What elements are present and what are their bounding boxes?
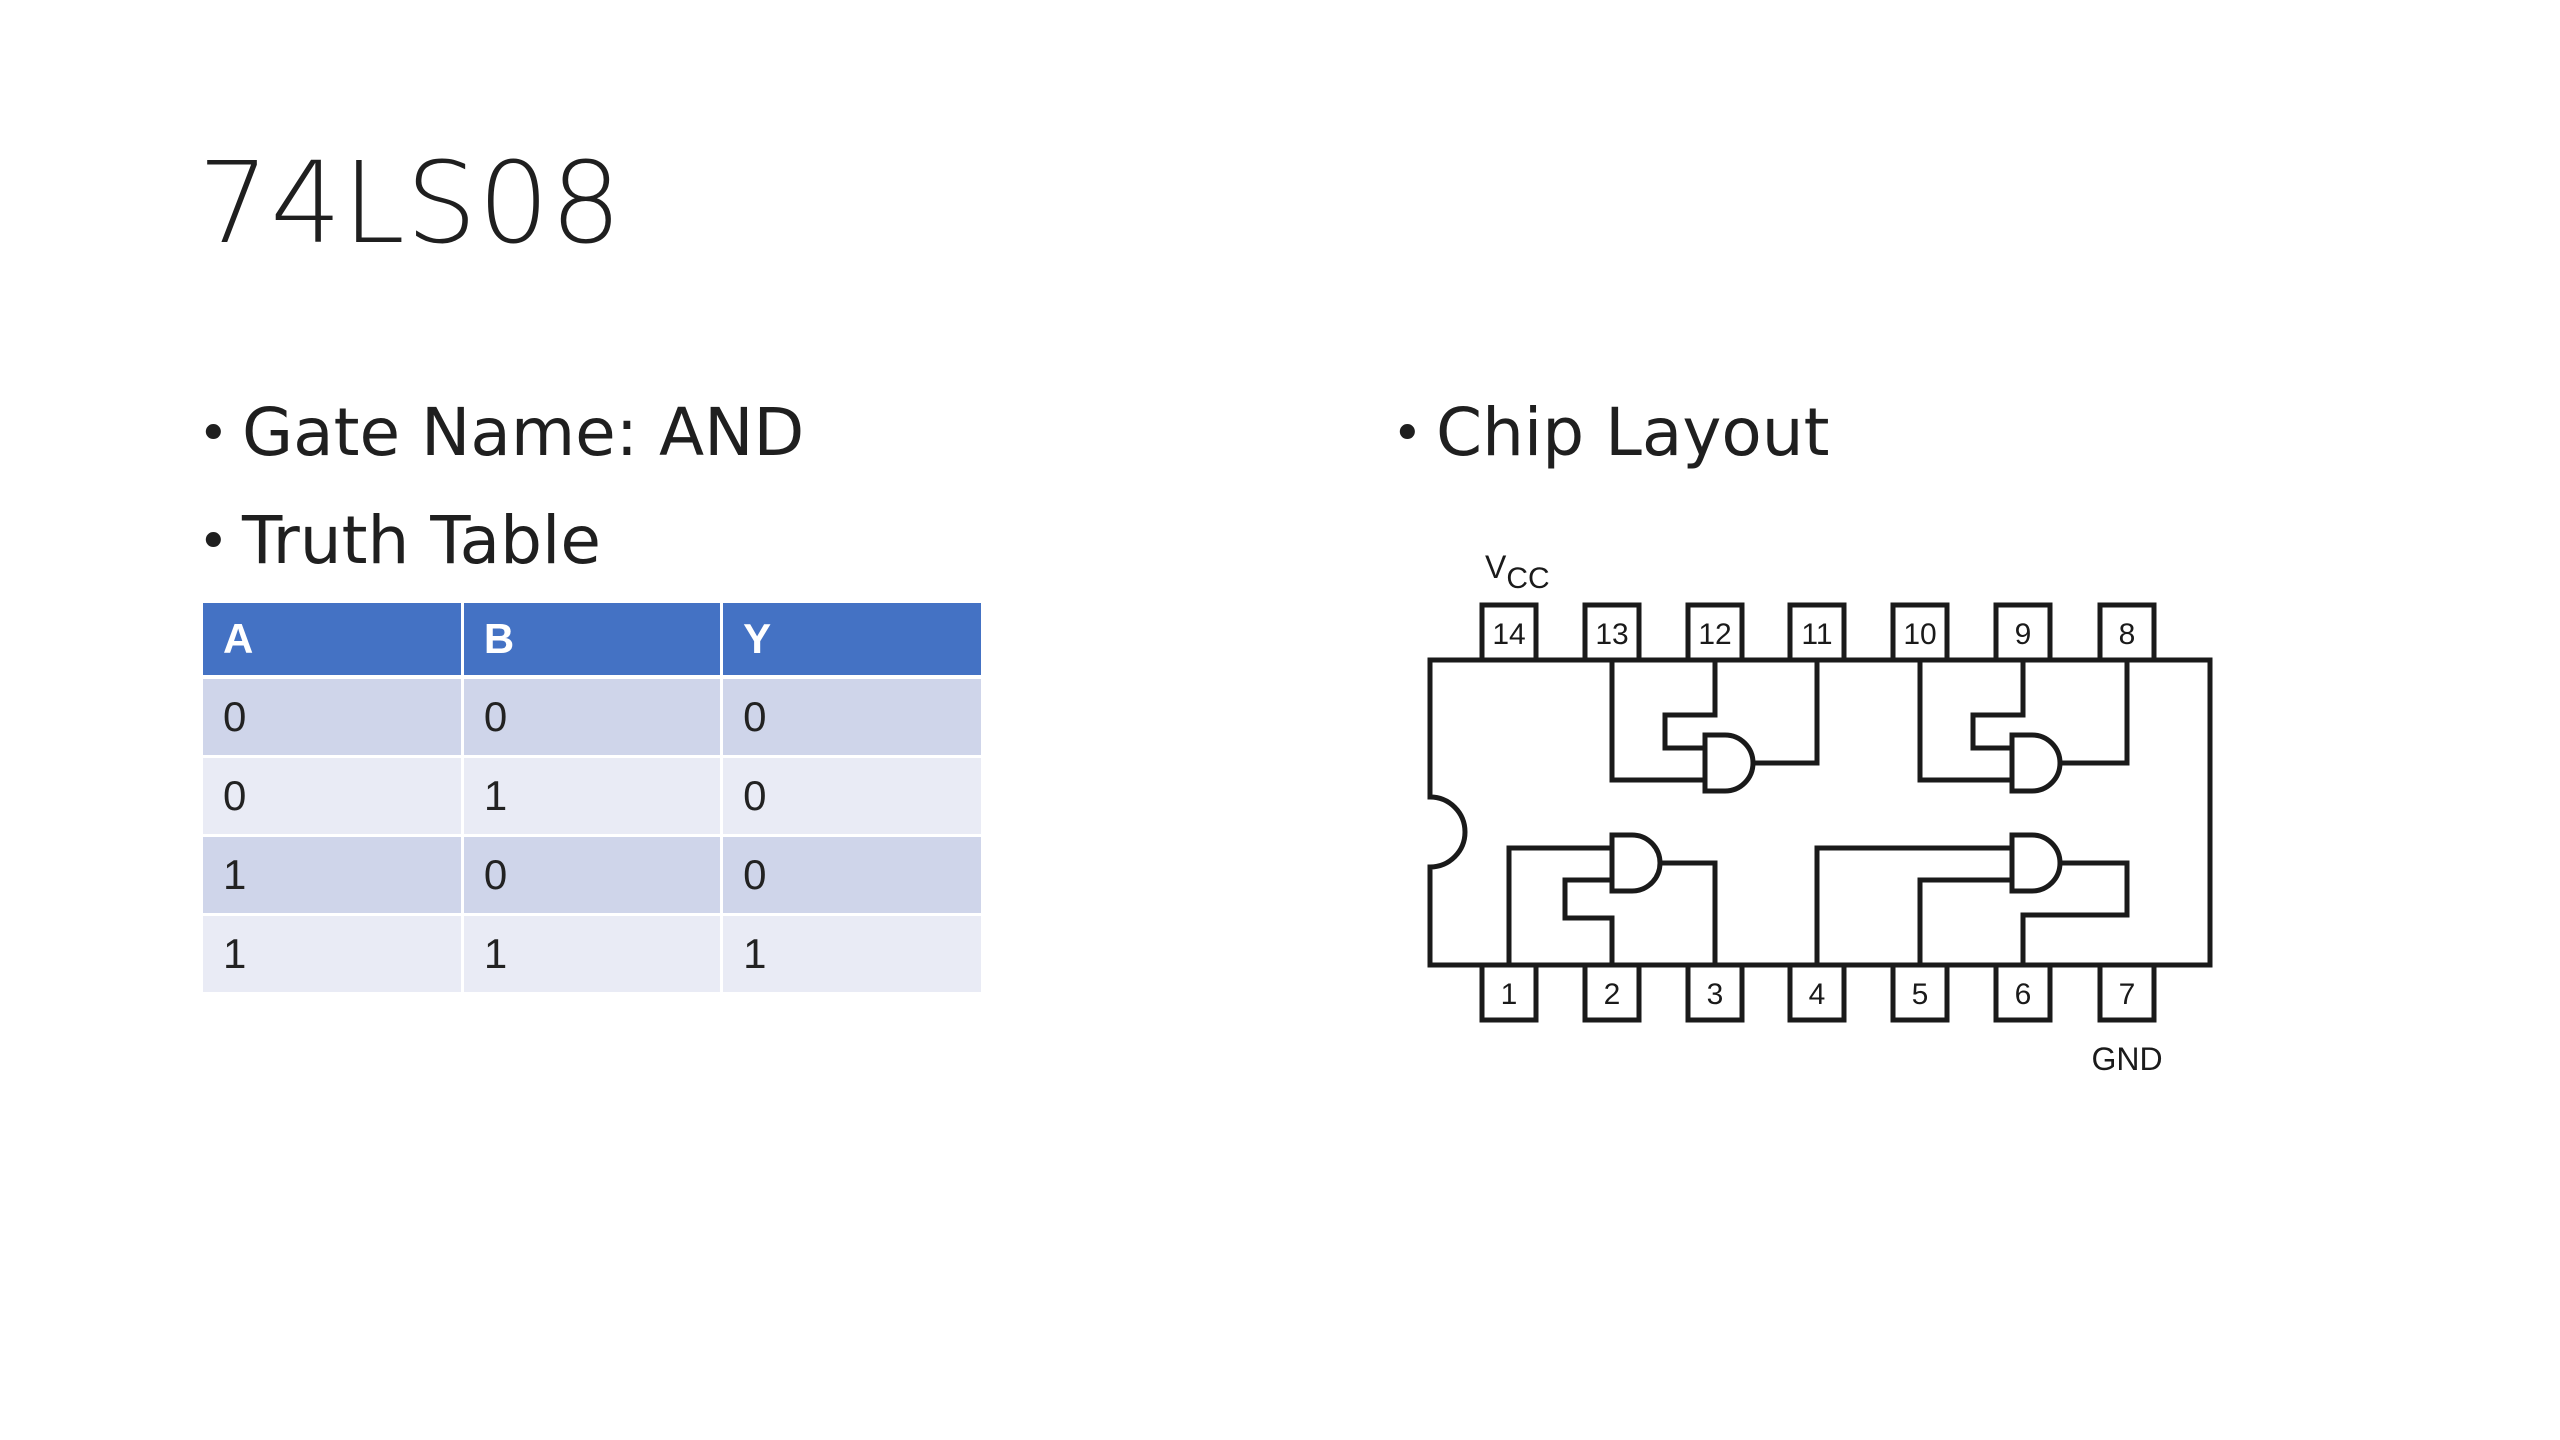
cell-y: 0 (721, 677, 981, 758)
pin-label-8: 8 (2119, 618, 2136, 651)
vcc-label: VCC (1485, 549, 1550, 595)
bullet-truth-table: •Truth Table (198, 508, 601, 574)
pin-label-2: 2 (1604, 978, 1621, 1011)
wire (1662, 660, 1718, 751)
chip-body (1427, 657, 2213, 968)
wire (1562, 877, 1615, 965)
cell-b: 1 (462, 914, 724, 995)
bullet-dot: • (198, 404, 229, 464)
cell-b: 1 (462, 756, 724, 837)
bullet-dot: • (198, 512, 229, 572)
and-gate-upper-right (2009, 732, 2063, 794)
wire (1609, 660, 1705, 783)
and-gate-lower-left (1609, 832, 1663, 894)
cell-a: 1 (203, 835, 464, 916)
cell-b: 0 (462, 677, 724, 758)
wire (1814, 845, 2012, 965)
truth-table-text: Truth Table (242, 502, 601, 579)
cell-y: 0 (721, 835, 981, 916)
wire (1660, 860, 1718, 965)
header-y: Y (721, 603, 981, 679)
table-row: 1 0 0 (203, 835, 981, 916)
wire (1970, 660, 2026, 751)
bullet-gate-name: •Gate Name: AND (198, 400, 804, 466)
bullet-dot: • (1392, 404, 1423, 464)
pin-box-7 (2097, 962, 2157, 1023)
wire (2060, 660, 2130, 766)
vcc-label-subscript: CC (1506, 562, 1549, 595)
pin-label-10: 10 (1903, 618, 1936, 651)
chip-layout-text: Chip Layout (1436, 394, 1830, 471)
pin-label-5: 5 (1912, 978, 1929, 1011)
chip-pinout-diagram: 14 13 12 11 10 9 8 1 2 3 4 5 6 7 VCC GND (1427, 549, 2213, 1077)
pin-label-7: 7 (2119, 978, 2136, 1011)
vcc-label-main: V (1485, 549, 1507, 585)
wire (1506, 845, 1612, 965)
pin-label-4: 4 (1809, 978, 1826, 1011)
pin-label-11: 11 (1801, 618, 1832, 651)
wire (1917, 660, 2012, 783)
pin-label-12: 12 (1698, 618, 1731, 651)
pin-label-14: 14 (1492, 618, 1525, 651)
pin-label-13: 13 (1595, 618, 1628, 651)
pin-label-6: 6 (2015, 978, 2032, 1011)
pin-label-1: 1 (1501, 978, 1518, 1011)
header-b: B (462, 603, 724, 679)
table-row: 0 1 0 (203, 756, 981, 837)
pin-label-9: 9 (2015, 618, 2032, 651)
wire (1753, 660, 1820, 766)
cell-y: 0 (721, 756, 981, 837)
cell-y: 1 (721, 914, 981, 995)
pin-label-3: 3 (1707, 978, 1724, 1011)
cell-a: 1 (203, 914, 464, 995)
cell-a: 0 (203, 677, 464, 758)
gnd-label: GND (2091, 1041, 2162, 1077)
header-a: A (203, 603, 464, 679)
and-gate-lower-right (2009, 832, 2063, 894)
table-row: 0 0 0 (203, 677, 981, 758)
table-row: 1 1 1 (203, 914, 981, 995)
cell-a: 0 (203, 756, 464, 837)
bullet-chip-layout: •Chip Layout (1392, 400, 1830, 466)
wire (1917, 877, 2012, 965)
slide-title: 74LS08 (198, 139, 623, 269)
truth-table-header-row: A B Y (203, 603, 981, 679)
gate-name-text: Gate Name: AND (242, 394, 805, 471)
truth-table: A B Y 0 0 0 0 1 0 1 0 0 1 1 1 (203, 603, 981, 995)
and-gate-upper-left (1702, 732, 1756, 794)
pin-box-14 (1479, 602, 1539, 663)
wire (2020, 860, 2130, 965)
cell-b: 0 (462, 835, 724, 916)
